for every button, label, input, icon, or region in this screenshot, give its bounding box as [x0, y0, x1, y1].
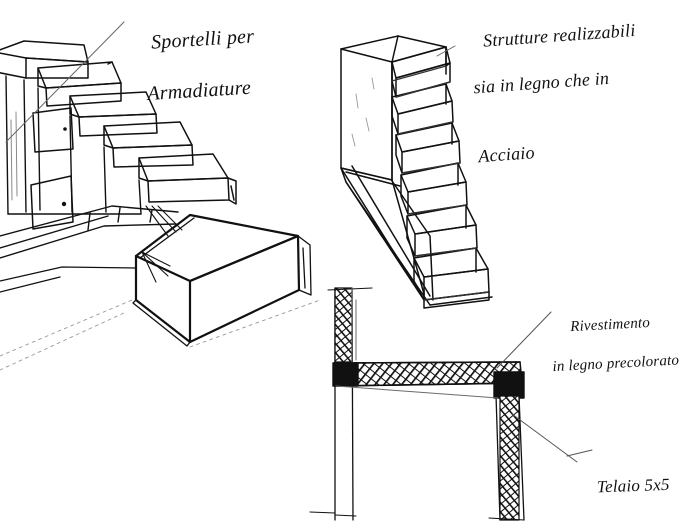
annotation-line: Telaio 5x5 — [596, 474, 670, 497]
annotation-line: Acciaio — [477, 142, 536, 167]
annotation-line: Rivestimento — [569, 315, 651, 336]
annotation-line: Armadiature — [146, 76, 252, 105]
leader-line-rivestimento — [496, 311, 552, 369]
annotation-line: in legno precolorato — [552, 352, 680, 375]
annotation-line: sia in legno che in — [472, 68, 610, 98]
leader-line-sportelli — [5, 21, 125, 143]
annotation-strutture-realizzabili: Strutture realizzabili sia in legno che … — [462, 0, 647, 215]
annotation-sportelli-armadiature: Sportelli per Armadiature — [128, 0, 261, 159]
annotation-line: Strutture realizzabili — [482, 20, 637, 51]
cabinet-door-panels — [30, 107, 74, 230]
annotation-telaio-5x5: Telaio 5x5 — [578, 452, 671, 520]
leader-tick-telaio — [566, 449, 593, 457]
annotation-rivestimento-legno: Rivestimento in legno precolorato — [552, 294, 682, 415]
leader-line-telaio — [511, 413, 578, 463]
leader-line-strutture — [436, 45, 456, 57]
annotation-line: Sportelli per — [150, 24, 255, 54]
